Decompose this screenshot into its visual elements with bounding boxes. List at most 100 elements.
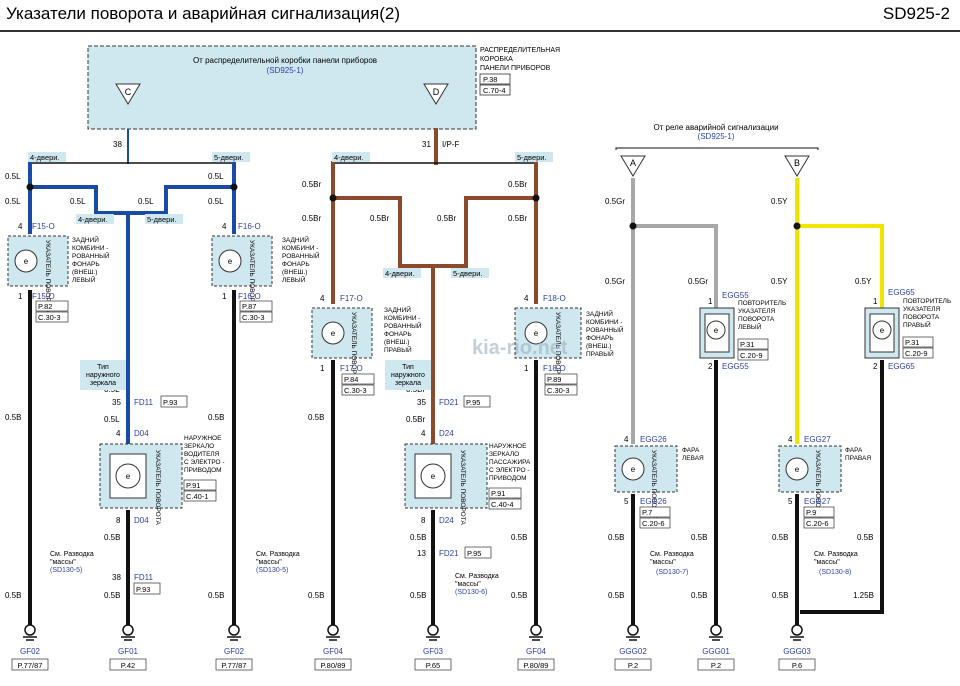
svg-text:P.93: P.93 xyxy=(136,585,150,594)
svg-text:УКАЗАТЕЛЬ ПОВОРОТА: УКАЗАТЕЛЬ ПОВОРОТА xyxy=(554,312,561,387)
svg-text:D24: D24 xyxy=(439,516,454,525)
svg-text:РОВАННЫЙ: РОВАННЫЙ xyxy=(586,325,624,334)
tag-5door-c: 5-двери. xyxy=(517,153,547,162)
svg-text:ФАРА: ФАРА xyxy=(682,447,700,454)
header-divider xyxy=(0,30,960,32)
svg-text:0.5B: 0.5B xyxy=(5,591,21,600)
fuse-box-title-2: КОРОБКА xyxy=(480,56,513,63)
tag-5door-d: 5-двери. xyxy=(453,269,483,278)
svg-text:EGG26: EGG26 xyxy=(640,497,667,506)
svg-text:0.5L: 0.5L xyxy=(208,197,224,206)
svg-text:0.5Br: 0.5Br xyxy=(508,180,527,189)
hazard-ref: (SD925-1) xyxy=(698,132,735,141)
svg-text:ЛЕВЫЙ: ЛЕВЫЙ xyxy=(282,275,306,284)
ground-name: GGG01 xyxy=(702,647,730,656)
ground-notes: См. Разводка "массы" (SD130-5) См. Разво… xyxy=(50,551,858,596)
svg-text:P.95: P.95 xyxy=(467,549,481,558)
svg-text:0.5B: 0.5B xyxy=(608,533,624,542)
module-head-right: e УКАЗАТЕЛЬ ПОВОРОТА 4 EGG27 5 EGG27 ФАР… xyxy=(778,435,871,529)
svg-text:P.87: P.87 xyxy=(242,302,256,311)
svg-text:0.5B: 0.5B xyxy=(308,413,324,422)
svg-text:0.5L: 0.5L xyxy=(138,197,154,206)
tag-4door-c: 4-двери. xyxy=(334,153,364,162)
svg-text:См. Разводка: См. Разводка xyxy=(455,573,499,580)
ground-symbol-icon xyxy=(228,624,240,636)
ground-symbol-icon xyxy=(122,624,134,636)
svg-text:1: 1 xyxy=(524,364,529,373)
svg-text:Тип: Тип xyxy=(97,364,109,371)
ground-page: P.77/87 xyxy=(18,661,43,670)
svg-text:0.5B: 0.5B xyxy=(691,533,707,542)
svg-text:НАРУЖНОЕ: НАРУЖНОЕ xyxy=(184,435,222,442)
ground-page: P.77/87 xyxy=(222,661,247,670)
ground-name: GF01 xyxy=(118,647,139,656)
svg-text:C.40-1: C.40-1 xyxy=(186,492,209,501)
svg-text:"массы": "массы" xyxy=(455,581,481,588)
ground-page: P.6 xyxy=(792,661,802,670)
svg-text:См. Разводка: См. Разводка xyxy=(256,551,300,558)
module-mirror-passenger: e УКАЗАТЕЛЬ ПОВОРОТА 4 D24 8 D24 НАРУЖНО… xyxy=(404,429,531,525)
ground-name: GGG03 xyxy=(783,647,811,656)
tag-4door-a: 4-двери. xyxy=(30,153,60,162)
svg-text:ФАРА: ФАРА xyxy=(845,447,863,454)
svg-text:P.95: P.95 xyxy=(466,398,480,407)
svg-text:4: 4 xyxy=(18,222,23,231)
module-rear-right: e УКАЗАТЕЛЬ ПОВОРОТА F17-O F17-O 4 1 ЗАД… xyxy=(311,294,422,396)
svg-text:См. Разводка: См. Разводка xyxy=(650,551,694,558)
svg-text:0.5Y: 0.5Y xyxy=(771,197,788,206)
svg-text:ПРАВАЯ: ПРАВАЯ xyxy=(845,455,871,462)
svg-text:ПРИВОДОМ: ПРИВОДОМ xyxy=(184,467,222,474)
ground-name: GF04 xyxy=(526,647,547,656)
svg-text:38: 38 xyxy=(112,573,121,582)
fd11-upper: 35 FD11 P.93 xyxy=(112,395,188,408)
svg-text:13: 13 xyxy=(417,549,426,558)
svg-text:P.9: P.9 xyxy=(806,508,816,517)
svg-text:ЛЕВЫЙ: ЛЕВЫЙ xyxy=(738,322,762,331)
svg-text:F18-O: F18-O xyxy=(543,364,566,373)
svg-text:5: 5 xyxy=(788,497,793,506)
fd21-lower: 13 FD21 P.95 xyxy=(417,546,492,559)
fuse-box-section: C.70-4 xyxy=(483,86,506,95)
svg-text:2: 2 xyxy=(873,362,878,371)
svg-text:УКАЗАТЕЛЬ ПОВОРОТА: УКАЗАТЕЛЬ ПОВОРОТА xyxy=(248,240,255,315)
ground-symbol-icon xyxy=(710,624,722,636)
svg-text:РОВАННЫЙ: РОВАННЫЙ xyxy=(72,251,110,260)
svg-text:e: e xyxy=(431,472,436,481)
svg-text:e: e xyxy=(714,326,719,335)
svg-text:P.84: P.84 xyxy=(344,375,358,384)
svg-text:ПОВОРОТА: ПОВОРОТА xyxy=(738,316,775,323)
svg-text:0.5Br: 0.5Br xyxy=(406,415,425,424)
svg-text:4: 4 xyxy=(624,435,629,444)
svg-text:0.5Gr: 0.5Gr xyxy=(688,277,708,286)
svg-text:УКАЗАТЕЛЬ ПОВОРОТА: УКАЗАТЕЛЬ ПОВОРОТА xyxy=(350,312,357,387)
svg-text:D24: D24 xyxy=(439,429,454,438)
mirror-type-right: Тип наружного зеркала xyxy=(385,360,431,390)
svg-text:0.5L: 0.5L xyxy=(70,197,86,206)
svg-text:КОМБИНИ -: КОМБИНИ - xyxy=(384,315,420,322)
ground-name: GF04 xyxy=(323,647,344,656)
ground-page: P.42 xyxy=(121,661,135,670)
pin-31-label: 31 xyxy=(422,140,431,149)
svg-text:См. Разводка: См. Разводка xyxy=(50,551,94,558)
svg-text:35: 35 xyxy=(112,398,121,407)
svg-text:e: e xyxy=(631,465,636,474)
svg-text:e: e xyxy=(24,257,29,266)
module-rear-left-5door: e УКАЗАТЕЛЬ ПОВОРОТА F16-O F16-O 4 1 ЗАД… xyxy=(211,222,320,323)
svg-text:(ВНЕШ.): (ВНЕШ.) xyxy=(282,269,307,276)
svg-text:0.5B: 0.5B xyxy=(772,533,788,542)
svg-text:0.5Gr: 0.5Gr xyxy=(605,197,625,206)
svg-text:4: 4 xyxy=(116,429,121,438)
svg-text:C.20-6: C.20-6 xyxy=(642,519,665,528)
svg-text:e: e xyxy=(228,257,233,266)
svg-text:5: 5 xyxy=(624,497,629,506)
ground-page: P.2 xyxy=(711,661,721,670)
svg-text:35: 35 xyxy=(417,398,426,407)
svg-text:C.20-6: C.20-6 xyxy=(806,519,829,528)
hazard-wires xyxy=(615,147,884,444)
connector-d-symbol xyxy=(423,83,449,105)
svg-text:1.25B: 1.25B xyxy=(853,591,874,600)
svg-text:0.5B: 0.5B xyxy=(857,533,873,542)
svg-text:0.5L: 0.5L xyxy=(104,415,120,424)
fuse-box-from-text: От распределительной коробки панели приб… xyxy=(193,56,377,65)
